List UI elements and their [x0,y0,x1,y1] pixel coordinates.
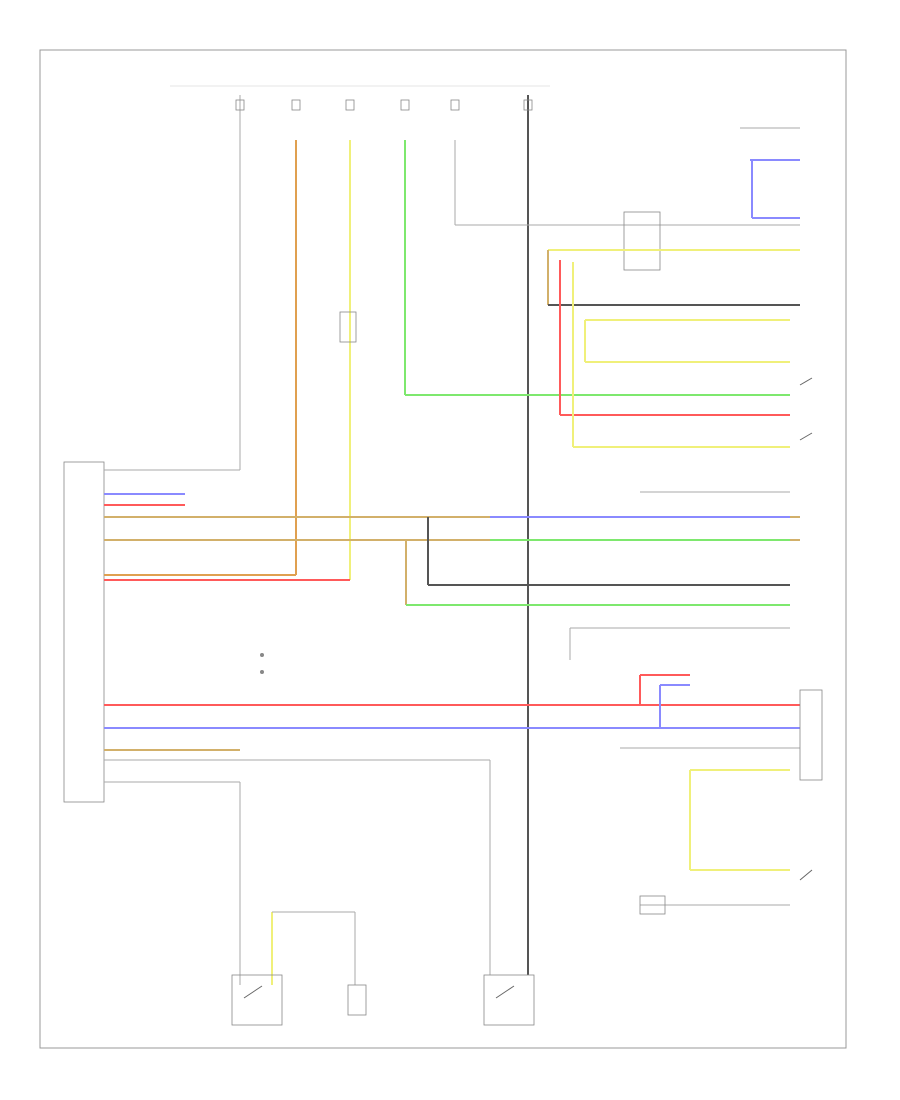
diagram-frame [39,49,847,1049]
body-control-module-connector [63,461,105,803]
mid-right-circuits [405,491,790,660]
joint-connector [339,311,357,343]
top-feed-wires [239,95,529,975]
legend [260,653,264,674]
lower-main-wires [104,674,823,985]
lower-right-circuits [639,769,813,915]
upper-right-circuits [405,127,813,448]
top-source-labels [170,85,550,87]
bottom-switches [231,911,535,1026]
left-pin-wires [104,460,800,581]
top-connectors [235,99,533,111]
